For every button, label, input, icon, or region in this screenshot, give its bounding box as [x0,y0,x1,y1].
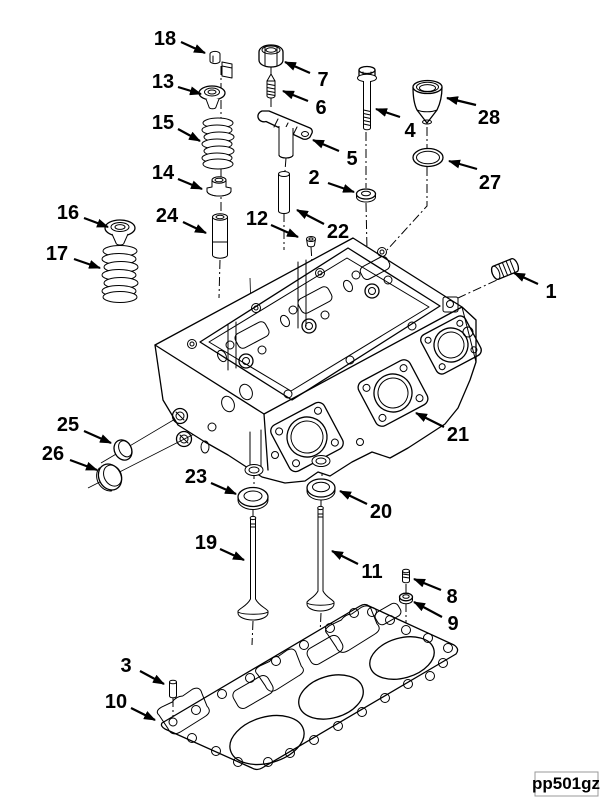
callout-number-28-injector-sleeve: 28 [478,107,500,129]
adjusting-nut-7 [258,44,284,68]
valve-collets [209,50,233,79]
callout-number-24-valve-guide: 24 [156,205,179,227]
callout-arrow-27 [448,159,478,171]
rocker-arm-5 [257,110,313,159]
cap-12 [306,236,316,248]
callout-arrow-10 [130,707,156,721]
callout-arrow-23 [210,481,237,496]
callout-number-17-valve-spring: 17 [46,243,68,265]
deck-group-2 [279,286,333,334]
rail-pillars [227,259,307,371]
callout-arrow-18 [180,41,206,54]
front-flange-2 [357,359,429,427]
callout-arrow-20 [339,490,368,505]
callout-layer: 1234567891011121314151617181920212223242… [42,28,557,721]
o-ring-27 [412,147,444,168]
deck-group-1 [216,321,270,369]
callout-number-10-head-gasket: 10 [105,691,127,713]
left-face-bores [171,383,253,454]
callout-number-1-pipe-plug: 1 [545,281,556,303]
callout-arrow-2 [327,181,355,194]
callout-number-14-valve-stem-seal: 14 [152,162,175,184]
callout-number-19-intake-valve: 19 [195,532,217,554]
callout-number-12-cap: 12 [246,208,268,230]
callout-arrow-25 [83,429,112,445]
callout-number-15-valve-spring: 15 [152,112,174,134]
spring-retainer-13 [198,85,226,110]
callout-arrow-15 [177,128,201,142]
callout-number-8-stud: 8 [446,586,457,608]
callout-arrow-3 [139,670,165,685]
callout-number-27-o-ring: 27 [479,172,501,194]
cup-plug-26 [96,463,123,492]
callout-number-11-exhaust-valve: 11 [361,561,382,583]
callout-arrow-9 [413,601,443,618]
callout-arrow-12 [270,223,299,239]
valve-guide-24 [212,213,228,259]
callout-number-20-valve-stem-seal: 20 [370,501,392,523]
callout-arrow-22 [296,209,325,225]
push-rod-tube-22 [278,171,290,214]
callout-number-9-flange-nut: 9 [447,613,458,635]
flange-nut-9 [398,592,414,605]
exhaust-valve-11 [306,505,335,612]
spring-retainer-16 [104,219,136,246]
callout-number-2-washer: 2 [308,167,319,189]
callout-arrow-5 [312,138,340,153]
callout-arrow-19 [219,548,245,561]
callout-number-26-cup-plug-large: 26 [42,443,64,465]
gasket-cutouts [156,602,402,735]
pipe-plug-1 [490,258,520,280]
callout-arrow-8 [413,577,442,592]
callout-arrow-24 [182,221,207,234]
gasket-bolt-holes [168,607,453,767]
callout-arrow-6 [282,89,309,103]
valve-spring-17 [101,245,139,303]
callout-arrow-26 [69,458,98,472]
callout-number-18-valve-collets: 18 [154,28,176,50]
callout-number-21-cylinder-head: 21 [447,424,469,446]
callout-number-3-dowel-pin: 3 [120,655,131,677]
head-gasket [156,602,459,771]
callout-number-25-cup-plug-small: 25 [57,414,79,436]
injector-sleeve-28 [412,79,443,125]
callout-number-23-valve-stem-seal: 23 [185,466,207,488]
callout-arrow-7 [284,60,311,75]
callout-arrow-28 [446,96,477,107]
front-flange-3 [420,315,482,375]
deck-bolt-bosses [187,247,417,399]
adjusting-screw-6 [266,73,276,99]
callout-arrow-13 [177,85,202,96]
callout-arrow-16 [83,216,109,229]
dowel-pin-3 [169,679,177,699]
callout-number-16-spring-retainer: 16 [57,202,79,224]
deck-group-3 [342,256,393,299]
callout-number-7-adjusting-nut: 7 [317,69,328,91]
valve-spring-15 [201,117,235,170]
callout-arrow-17 [73,257,101,270]
callout-number-22-push-rod-tube: 22 [327,221,349,243]
callout-arrow-1 [513,272,539,285]
cylinder-head [154,237,482,484]
stud-8 [402,568,410,584]
cup-plug-25 [113,439,133,461]
callout-arrow-21 [415,412,445,428]
callout-arrow-4 [375,107,401,119]
callout-arrow-11 [331,550,359,565]
head-bolt-4 [357,65,377,131]
callout-number-5-rocker-arm: 5 [346,148,357,170]
valve-stem-seal-14 [206,176,232,197]
callout-number-6-adjusting-screw: 6 [315,97,326,119]
valve-stem-seal-23 [237,486,269,510]
callout-number-13-spring-retainer: 13 [152,71,174,93]
valve-stem-seal-20 [306,478,336,501]
intake-valve-19 [237,515,269,621]
callout-number-4-head-bolt: 4 [404,120,416,142]
seal-bosses [244,429,364,476]
washer-2 [355,188,377,203]
figure-code-box: pp501gz [532,771,600,797]
figure-code: pp501gz [532,774,600,793]
callout-arrow-14 [177,177,203,191]
